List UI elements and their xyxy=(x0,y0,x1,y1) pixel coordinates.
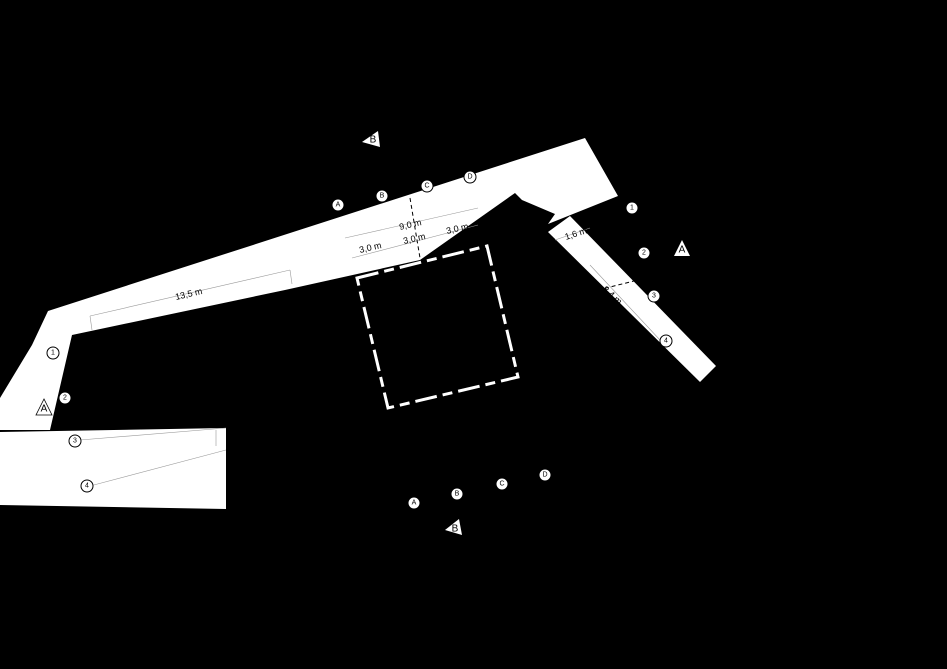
section-marker-a-left: A xyxy=(35,398,53,416)
section-marker-b-bottom: B xyxy=(445,519,462,535)
grid-bubble-3-right: 3 xyxy=(647,289,661,303)
building-lower-block xyxy=(0,428,226,509)
grid-bubble-c-lower: C xyxy=(495,477,509,491)
svg-text:2: 2 xyxy=(63,395,67,402)
grid-bubble-d-upper: D xyxy=(463,170,477,184)
grid-bubble-b-upper: B xyxy=(375,189,389,203)
building-right-arm xyxy=(548,216,716,382)
svg-text:A: A xyxy=(41,404,48,415)
svg-text:1: 1 xyxy=(51,350,55,357)
svg-text:C: C xyxy=(424,183,429,190)
svg-text:4: 4 xyxy=(85,483,89,490)
grid-bubble-a-lower: A xyxy=(407,496,421,510)
svg-text:3: 3 xyxy=(652,293,656,300)
grid-bubble-2-left: 2 xyxy=(58,391,72,405)
grid-bubble-1-right: 1 xyxy=(625,201,639,215)
grid-bubble-c-upper: C xyxy=(420,179,434,193)
dim-mid-bay-1: 3,0 m xyxy=(358,240,382,255)
svg-text:1: 1 xyxy=(630,205,634,212)
dim-mid-total: 9,0 m xyxy=(398,217,422,232)
svg-text:B: B xyxy=(370,135,377,146)
grid-bubble-b-lower: B xyxy=(450,487,464,501)
grid-bubble-1-left: 1 xyxy=(46,346,60,360)
section-marker-a-right: A xyxy=(674,240,690,256)
dimension-lines xyxy=(79,207,661,487)
svg-text:A: A xyxy=(679,245,686,256)
grid-line-dashed xyxy=(409,197,421,259)
grid-bubble-4-right: 4 xyxy=(659,334,673,348)
svg-text:B: B xyxy=(380,193,385,200)
square-footprint-outline xyxy=(355,244,520,410)
svg-text:D: D xyxy=(467,174,472,181)
svg-text:B: B xyxy=(455,491,460,498)
svg-text:C: C xyxy=(499,481,504,488)
grid-bubble-d-lower: D xyxy=(538,468,552,482)
svg-text:2: 2 xyxy=(642,250,646,257)
svg-text:4: 4 xyxy=(664,338,668,345)
grid-bubble-a-upper: A xyxy=(331,198,345,212)
svg-text:A: A xyxy=(412,500,417,507)
section-marker-b-top: B xyxy=(362,131,380,147)
grid-bubble-4-left: 4 xyxy=(80,479,94,493)
svg-text:B: B xyxy=(452,524,459,535)
dim-mid-bay-3: 3,0 m xyxy=(445,221,469,236)
grid-bubble-3-left: 3 xyxy=(68,434,82,448)
grid-bubble-2-right: 2 xyxy=(637,246,651,260)
building-upper-wing xyxy=(0,138,618,430)
svg-text:D: D xyxy=(542,472,547,479)
svg-text:A: A xyxy=(336,202,341,209)
dim-mid-bay-2: 3,0 m xyxy=(402,231,426,246)
svg-text:3: 3 xyxy=(73,438,77,445)
